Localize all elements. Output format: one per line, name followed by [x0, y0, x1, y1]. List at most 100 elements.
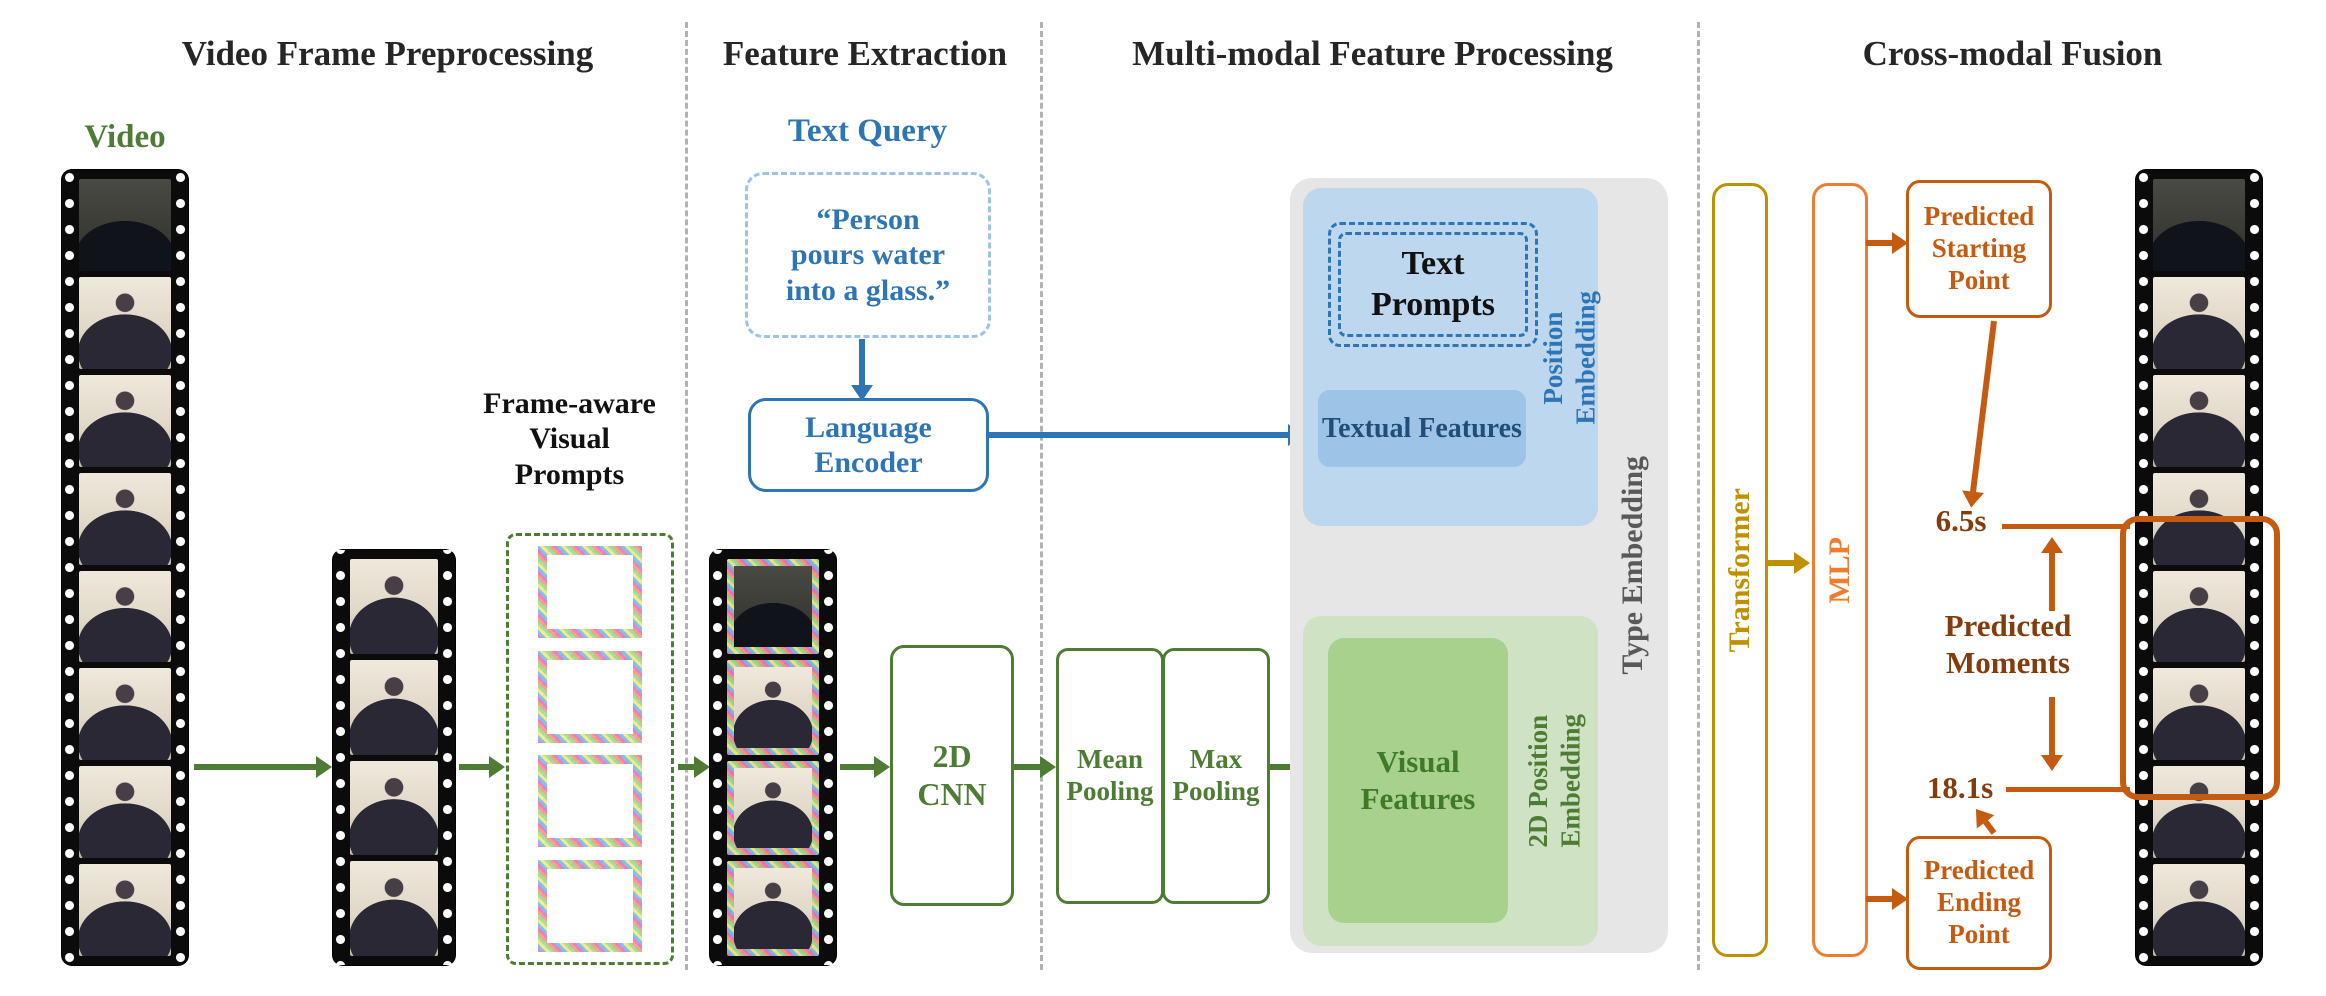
frame-photo	[2153, 570, 2245, 663]
film-frames	[725, 550, 821, 965]
mlp-box: MLP	[1812, 183, 1868, 957]
film-frame	[2153, 668, 2245, 761]
film-perforations	[2136, 170, 2151, 965]
film-frame	[2153, 179, 2245, 271]
cnn-box: 2D CNN	[890, 645, 1014, 906]
film-frame	[79, 668, 171, 761]
end-time-label: 18.1s	[1926, 770, 1994, 805]
film-frame	[79, 472, 171, 565]
frame-photo	[2153, 374, 2245, 467]
frame-photo	[350, 861, 438, 956]
textual-features-box: Textual Features	[1318, 390, 1526, 467]
arrow-prompted-to-cnn	[840, 764, 874, 770]
frame-photo	[734, 566, 812, 647]
frame-photo	[734, 868, 812, 949]
visual-prompt-inner	[547, 659, 633, 734]
section-title-fusion: Cross-modal Fusion	[1862, 34, 2163, 73]
section-title-multimodal: Multi-modal Feature Processing	[1132, 34, 1613, 73]
type-embedding-label: Type Embedding	[1616, 455, 1649, 675]
frame-photo	[734, 767, 812, 849]
video-label: Video	[84, 119, 166, 155]
arrow-moments-to-start-line	[2049, 553, 2055, 611]
section-title-extraction: Feature Extraction	[722, 34, 1008, 73]
frame-photo	[2153, 864, 2245, 956]
film-frame	[79, 570, 171, 663]
arrow-cnn-to-pooling	[1012, 764, 1040, 770]
film-frame	[727, 761, 819, 856]
film-frame	[79, 864, 171, 956]
filmstrip-prompted	[710, 550, 836, 965]
film-perforations	[440, 550, 455, 965]
film-frame	[2153, 374, 2245, 467]
visual-prompts-group	[506, 533, 674, 965]
predicted-moment-highlight	[2120, 516, 2280, 800]
film-frame	[350, 861, 438, 956]
film-perforations	[333, 550, 348, 965]
film-perforations	[710, 550, 725, 965]
predicted-start-box: Predicted Starting Point	[1906, 180, 2052, 318]
arrow-encoder-to-textual-features	[988, 432, 1288, 438]
visual-prompt-box	[538, 755, 642, 847]
film-frame	[79, 374, 171, 467]
frame-photo	[350, 760, 438, 856]
frame-photo	[79, 864, 171, 956]
visual-prompt-inner	[547, 868, 633, 943]
frame-photo	[79, 472, 171, 565]
film-frame	[79, 766, 171, 859]
arrow-mlp-to-end	[1866, 896, 1892, 902]
frame-aware-prompts-label: Frame-aware Visual Prompts	[483, 387, 656, 491]
transformer-box: Transformer	[1712, 183, 1768, 957]
film-frame	[350, 659, 438, 755]
visual-prompt-inner	[547, 555, 633, 629]
arrow-mlp-to-start	[1866, 240, 1892, 246]
textual-branch-region	[1303, 188, 1598, 526]
film-frame	[2153, 864, 2245, 956]
film-perforations	[173, 170, 188, 965]
arrow-start-to-time	[1970, 320, 1997, 493]
filmstrip-sampled	[333, 550, 455, 965]
arrow-pooling-to-visual-features	[1268, 764, 1292, 770]
film-frame	[727, 559, 819, 654]
text-query-label: Text Query	[787, 113, 948, 149]
frame-photo	[734, 666, 812, 748]
film-frames	[348, 550, 440, 965]
film-frame	[79, 179, 171, 271]
mean-pooling-box: Mean Pooling	[1056, 648, 1164, 904]
film-frames	[2151, 170, 2247, 965]
frame-photo	[79, 766, 171, 859]
section-divider-2	[1040, 22, 1043, 970]
frame-photo	[350, 559, 438, 654]
film-frame	[2153, 766, 2245, 859]
arrow-end-to-time	[1983, 820, 1997, 835]
film-perforations	[821, 550, 836, 965]
end-time-connector-line	[2006, 787, 2130, 792]
start-time-label: 6.5s	[1935, 503, 1987, 538]
text-prompts-frame: Text Prompts	[1328, 222, 1538, 347]
frame-photo	[2153, 179, 2245, 271]
film-frame	[727, 660, 819, 755]
film-frame	[727, 861, 819, 956]
visual-prompt-inner	[547, 764, 633, 839]
film-frame	[2153, 276, 2245, 369]
frame-photo	[350, 659, 438, 755]
arrow-transformer-to-mlp	[1766, 560, 1794, 566]
section-title-preprocessing: Video Frame Preprocessing	[181, 34, 594, 73]
film-perforations	[2247, 170, 2262, 965]
arrow-prompts-to-prompted	[678, 764, 694, 770]
film-frames	[77, 170, 173, 965]
frame-photo	[79, 179, 171, 271]
predicted-end-box: Predicted Ending Point	[1906, 836, 2052, 970]
section-divider-1	[685, 22, 688, 970]
predicted-moments-label: Predicted Moments	[1944, 608, 2072, 680]
position-embedding-label: Position Embedding	[1537, 290, 1600, 425]
filmstrip-output	[2136, 170, 2262, 965]
frame-photo	[79, 570, 171, 663]
frame-photo	[2153, 668, 2245, 761]
section-divider-3	[1697, 22, 1700, 970]
language-encoder-box: Language Encoder	[748, 398, 989, 492]
visual-prompt-box	[538, 651, 642, 743]
text-prompts-label: Text Prompts	[1370, 245, 1496, 323]
film-frame	[350, 559, 438, 654]
visual-features-box: Visual Features	[1328, 638, 1508, 923]
